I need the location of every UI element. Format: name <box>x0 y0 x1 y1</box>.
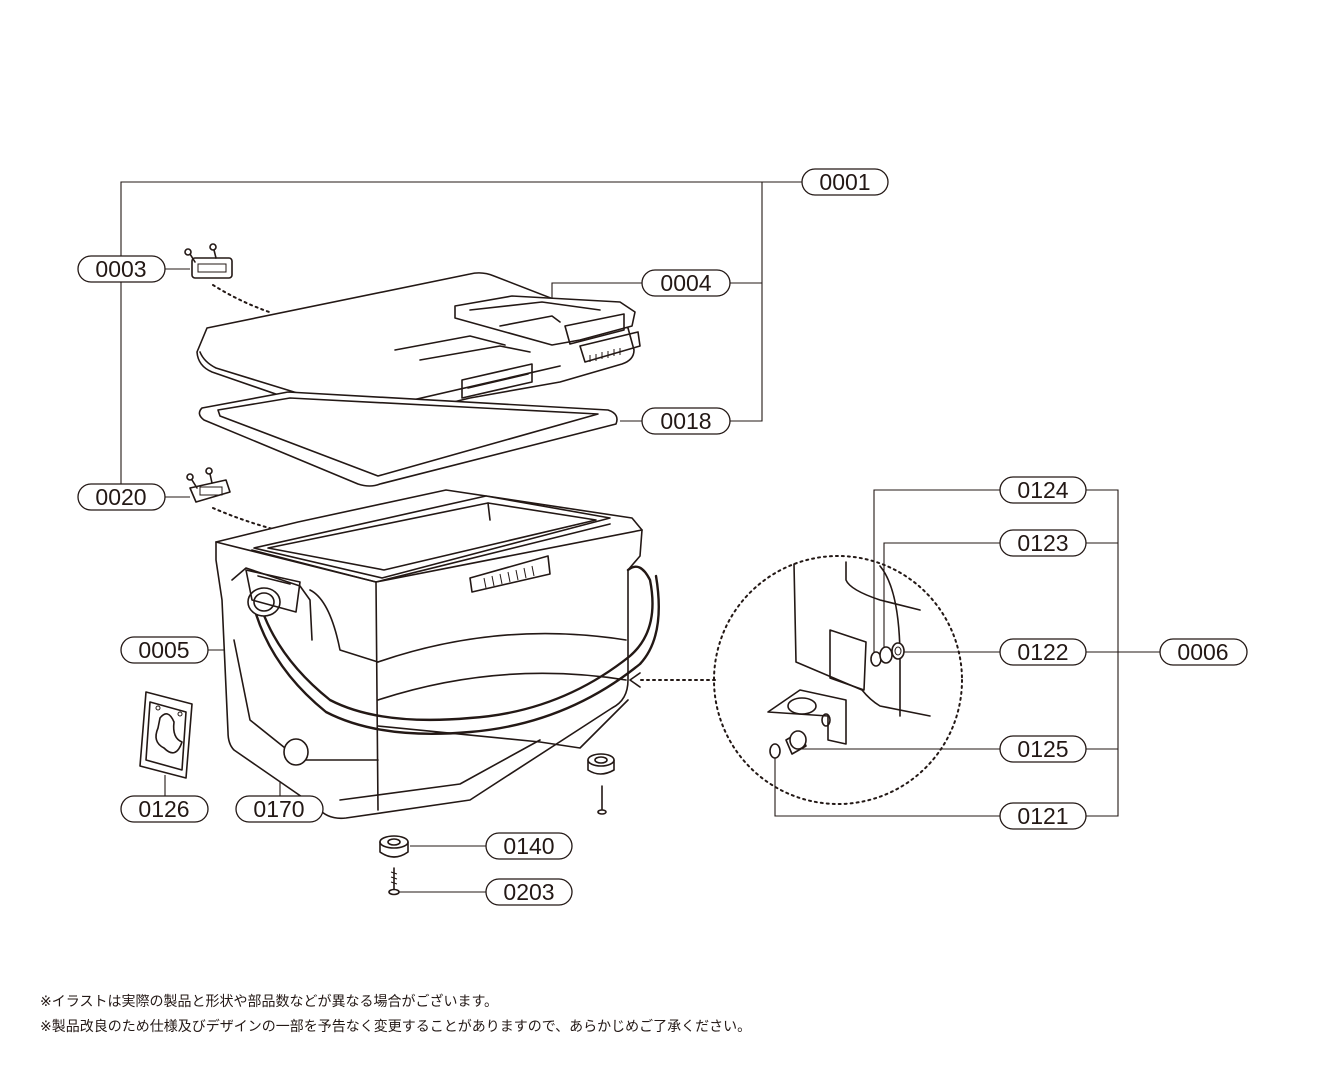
svg-text:0203: 0203 <box>503 879 554 905</box>
label-0123: 0123 <box>999 529 1087 557</box>
footnote-line-1: ※イラストは実際の製品と形状や部品数などが異なる場合がございます。 <box>40 994 499 1010</box>
label-0124: 0124 <box>999 476 1087 504</box>
lid-handle-ribs <box>589 348 621 362</box>
drain-detail-illustration <box>713 555 963 805</box>
lid-gasket-illustration <box>198 391 618 487</box>
svg-text:0124: 0124 <box>1017 477 1068 503</box>
svg-text:0122: 0122 <box>1017 639 1068 665</box>
foot-0140-illustration <box>379 835 409 858</box>
cooler-body-illustration <box>215 489 660 820</box>
screw-0203-illustration <box>388 867 400 896</box>
svg-text:0170: 0170 <box>253 796 304 822</box>
label-0121: 0121 <box>999 802 1087 830</box>
svg-text:0125: 0125 <box>1017 736 1068 762</box>
label-0122: 0122 <box>999 638 1087 666</box>
label-0140: 0140 <box>485 832 573 860</box>
label-0203: 0203 <box>485 878 573 906</box>
footnote-line-2: ※製品改良のため仕様及びデザインの一部を予告なく変更することがありますので、あら… <box>40 1019 752 1035</box>
body-handle-ribs <box>483 565 535 589</box>
label-0018: 0018 <box>641 407 731 435</box>
footnotes: ※イラストは実際の製品と形状や部品数などが異なる場合がございます。 ※製品改良の… <box>40 990 751 1040</box>
svg-text:0123: 0123 <box>1017 530 1068 556</box>
label-0004: 0004 <box>641 269 731 297</box>
label-0005: 0005 <box>120 636 209 664</box>
svg-text:0001: 0001 <box>819 169 870 195</box>
latch-upper-illustration <box>184 243 233 279</box>
label-0006: 0006 <box>1159 638 1248 666</box>
svg-text:0018: 0018 <box>660 408 711 434</box>
svg-text:0003: 0003 <box>95 256 146 282</box>
foot-right-illustration <box>587 753 615 815</box>
svg-text:0020: 0020 <box>95 484 146 510</box>
name-plate-0126-illustration <box>139 691 193 779</box>
svg-text:0005: 0005 <box>138 637 189 663</box>
label-0125: 0125 <box>999 735 1087 763</box>
label-0003: 0003 <box>77 255 166 283</box>
label-0170: 0170 <box>235 795 324 823</box>
label-0126: 0126 <box>120 795 209 823</box>
svg-text:0004: 0004 <box>660 270 711 296</box>
label-0020: 0020 <box>77 483 166 511</box>
latch-lower-illustration <box>186 467 231 503</box>
svg-text:0126: 0126 <box>138 796 189 822</box>
leader-lines <box>120 181 1160 893</box>
svg-text:0121: 0121 <box>1017 803 1068 829</box>
label-0001: 0001 <box>801 168 889 196</box>
svg-text:0140: 0140 <box>503 833 554 859</box>
svg-text:0006: 0006 <box>1177 639 1228 665</box>
